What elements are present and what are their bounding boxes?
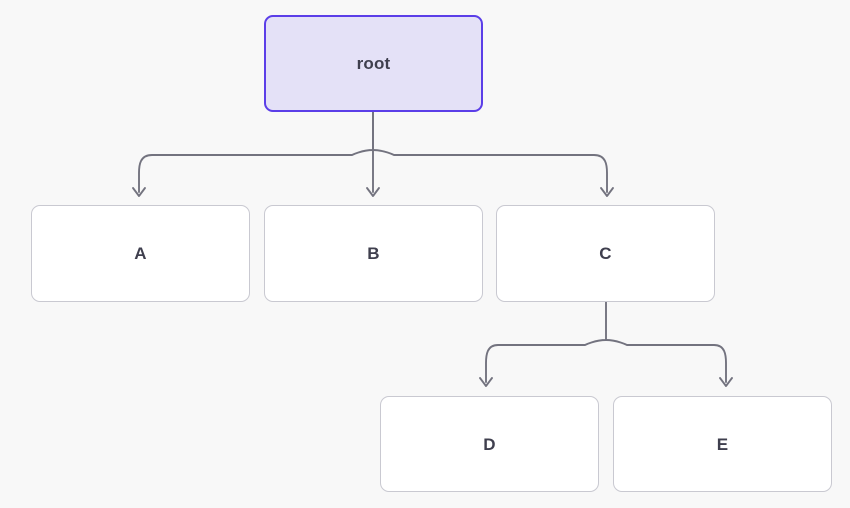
edge-C-to-D: [485, 301, 607, 383]
node-label-E: E: [716, 434, 729, 454]
node-E[interactable]: E: [613, 396, 832, 492]
node-label-root: root: [356, 54, 391, 73]
edge-C-to-E: [605, 339, 727, 383]
arrowhead-C-to-E: [719, 377, 733, 387]
node-label-A: A: [134, 244, 147, 263]
arrowhead-C-to-D: [479, 377, 493, 387]
node-A[interactable]: A: [31, 205, 250, 302]
arrowhead-root-to-B: [366, 187, 380, 197]
node-label-C: C: [599, 244, 612, 263]
edge-root-to-A: [138, 111, 374, 193]
node-B[interactable]: B: [264, 205, 483, 302]
edge-root-to-C: [372, 149, 608, 193]
arrowhead-root-to-A: [132, 187, 146, 197]
node-label-D: D: [483, 434, 496, 454]
node-C[interactable]: C: [496, 205, 715, 302]
node-label-B: B: [367, 244, 380, 263]
arrowhead-root-to-C: [600, 187, 614, 197]
node-root[interactable]: root: [264, 15, 483, 112]
node-D[interactable]: D: [380, 396, 599, 492]
